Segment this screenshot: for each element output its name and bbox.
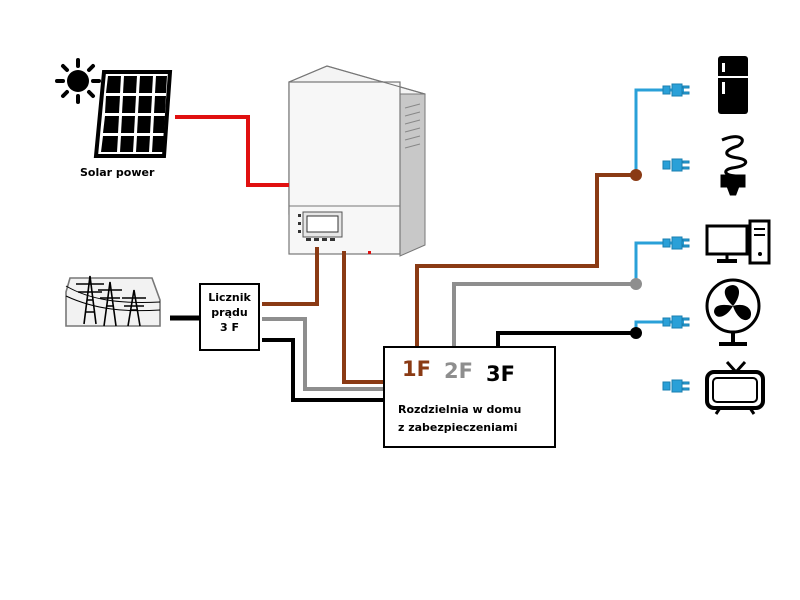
junction-dot-1	[630, 169, 642, 181]
phase3-label: 3F	[486, 362, 515, 386]
phase1-out-wire	[415, 173, 636, 346]
meter-label-line3: 3 F	[220, 321, 239, 334]
electricity-meter-box: Licznik prądu 3 F	[199, 283, 260, 351]
meter-label: Licznik prądu 3 F	[201, 290, 258, 335]
phase2-meter-board-wire	[262, 317, 444, 391]
meter-label-line1: Licznik	[208, 291, 251, 304]
fan-icon	[705, 278, 761, 346]
phase1-meter-inverter-wire	[262, 247, 319, 306]
phase1-inverter-board-wire	[342, 251, 402, 384]
phase3-meter-board-wire	[262, 338, 383, 402]
distribution-board-box	[383, 346, 556, 448]
fridge-icon	[718, 56, 748, 114]
phase2-label: 2F	[444, 359, 473, 383]
phase1-label: 1F	[402, 357, 431, 381]
meter-label-line2: prądu	[211, 306, 248, 319]
solar-power-label: Solar power	[80, 166, 155, 179]
plug-icons	[662, 83, 690, 393]
board-label-line1: Rozdzielnia w domu	[398, 403, 522, 416]
sun-icon	[55, 58, 101, 104]
tv-icon	[705, 360, 765, 415]
solar-wire	[175, 115, 289, 187]
junction-dot-2	[630, 278, 642, 290]
power-pylons-icon	[65, 275, 161, 327]
board-label-line2: z zabezpieczeniami	[398, 421, 518, 434]
junction-dot-3	[630, 327, 642, 339]
phase2-out-wire	[452, 282, 636, 358]
bulb-icon	[720, 135, 748, 196]
computer-icon	[705, 219, 771, 265]
distribution-board-label: Rozdzielnia w domu z zabezpieczeniami	[398, 401, 521, 437]
inverter-icon	[288, 65, 426, 257]
solar-panel-icon	[93, 70, 173, 158]
